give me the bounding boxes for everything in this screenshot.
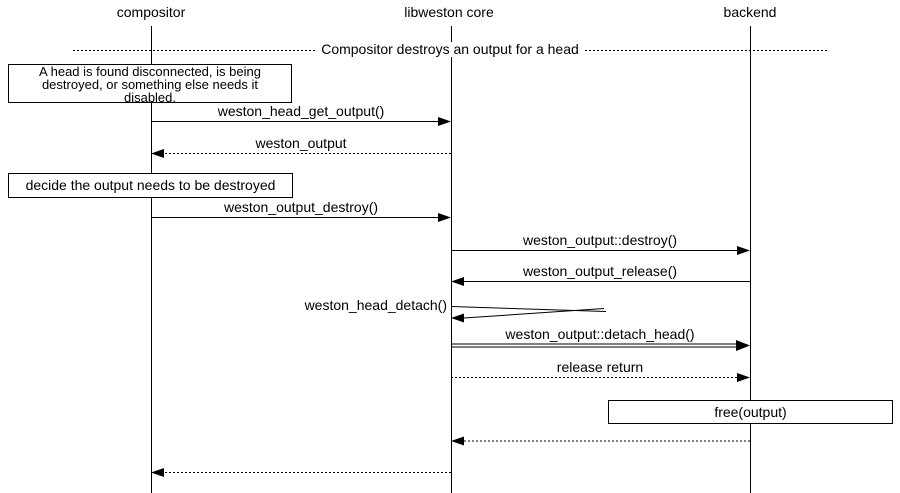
arrow-output-destroy bbox=[151, 213, 451, 222]
note-free-output: free(output) bbox=[608, 400, 893, 424]
arrow-head-get-output bbox=[151, 117, 451, 126]
arrow-output-return bbox=[151, 149, 451, 158]
message-label-output-return: weston_output bbox=[255, 135, 347, 151]
note-line: A head is found disconnected, is being bbox=[39, 64, 261, 79]
arrow-release-return bbox=[451, 373, 750, 382]
arrow-output-release bbox=[451, 277, 750, 286]
note-decide-destroy: decide the output needs to be destroyed bbox=[8, 173, 293, 198]
arrowhead-right-icon bbox=[737, 373, 750, 382]
message-label-output-destroy: weston_output_destroy() bbox=[223, 199, 379, 215]
message-label-head-get-output: weston_head_get_output() bbox=[217, 103, 385, 119]
arrowhead-left-icon bbox=[451, 436, 464, 446]
message-label-output-release: weston_output_release() bbox=[522, 263, 678, 279]
message-label-head-detach: weston_head_detach() bbox=[304, 297, 447, 313]
arrow-return-backend-to-libweston bbox=[451, 436, 750, 446]
actor-label-compositor: compositor bbox=[116, 4, 186, 20]
arrowhead-right-icon bbox=[438, 117, 451, 126]
arrow-detach-head-vfunc bbox=[451, 340, 750, 351]
note-line: disabled. bbox=[123, 89, 177, 103]
arrowhead-right-icon bbox=[737, 246, 750, 255]
message-label-output-destroy-vfunc: weston_output::destroy() bbox=[522, 232, 678, 248]
arrowhead-left-icon bbox=[151, 468, 164, 477]
arrow-head-detach-self bbox=[450, 306, 607, 323]
self-loop-lower-line bbox=[463, 308, 605, 319]
arrowhead-left-icon bbox=[451, 277, 464, 286]
note-line: destroyed, or something else needs it bbox=[41, 76, 259, 92]
actor-label-libweston-core: libweston core bbox=[404, 4, 494, 20]
arrowhead-left-icon bbox=[451, 313, 464, 323]
note-head-disconnected: A head is found disconnected, is being d… bbox=[8, 64, 292, 103]
arrow-return-libweston-to-compositor bbox=[151, 468, 451, 477]
actor-label-backend: backend bbox=[723, 4, 777, 20]
message-label-release-return: release return bbox=[556, 359, 644, 375]
arrowhead-left-icon bbox=[151, 149, 164, 158]
arrow-output-destroy-vfunc bbox=[451, 246, 750, 255]
arrowhead-right-icon bbox=[736, 340, 750, 351]
divider-label: Compositor destroys an output for a head bbox=[316, 42, 584, 57]
arrowhead-right-icon bbox=[438, 213, 451, 222]
self-loop-upper-line bbox=[450, 306, 607, 312]
message-label-detach-head-vfunc: weston_output::detach_head() bbox=[505, 326, 695, 342]
